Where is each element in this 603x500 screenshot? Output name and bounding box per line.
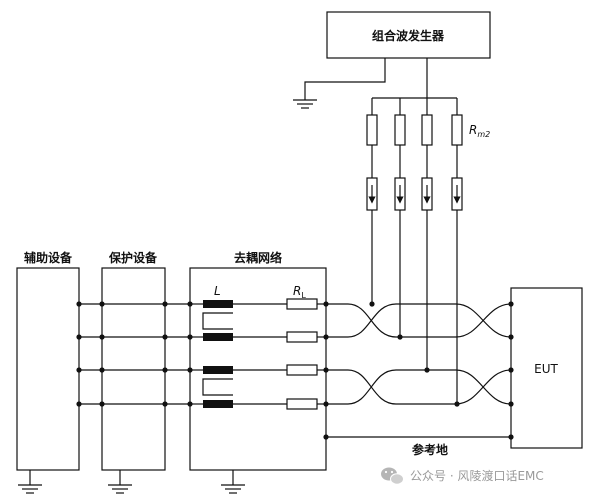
- rl-resistor: [286, 298, 318, 310]
- aux-equipment-label: 辅助设备: [24, 250, 73, 265]
- eut-label: EUT: [534, 362, 558, 376]
- protect-equipment-label: 保护设备: [108, 250, 158, 265]
- rl-resistor: [286, 331, 318, 343]
- rm2-resistor: [394, 114, 406, 146]
- generator-box: [326, 11, 491, 59]
- coupling-branch-3: [421, 98, 433, 370]
- twisted-pair-1b: [326, 303, 512, 338]
- wechat-icon: [381, 467, 404, 485]
- coupling-branch-4: [451, 98, 463, 404]
- protect-equipment-box: [101, 267, 166, 471]
- inductor-cores: [203, 300, 233, 408]
- coupling-branch-2: [394, 98, 406, 337]
- aux-equipment-box: [16, 267, 80, 471]
- rm2-resistor: [421, 114, 433, 146]
- reference-ground-label: 参考地: [412, 442, 448, 457]
- generator-label: 组合波发生器: [372, 28, 445, 43]
- rl-resistor: [286, 364, 318, 376]
- rl-resistor: [286, 398, 318, 410]
- watermark: 公众号 · 风陵渡口话EMC: [381, 467, 544, 485]
- twisted-pair-2a: [326, 369, 512, 405]
- twisted-pair-1a: [326, 303, 512, 338]
- junction-dots: [76, 301, 514, 440]
- twisted-pair-2b: [326, 369, 512, 405]
- ground-icon: [18, 484, 42, 494]
- ground-symbols: [18, 99, 317, 494]
- rm2-label: Rm2: [469, 123, 490, 139]
- watermark-text: 公众号 · 风陵渡口话EMC: [410, 468, 544, 483]
- inductor-label: L: [214, 284, 221, 298]
- ground-icon: [221, 484, 245, 494]
- coupling-branch-1: [366, 98, 378, 304]
- ground-icon: [108, 484, 132, 494]
- rm2-resistor: [366, 114, 378, 146]
- generator-ground-wire: [304, 58, 386, 100]
- ground-icon: [293, 99, 317, 109]
- rl-label: RL: [293, 284, 306, 300]
- decoupling-network-label: 去耦网络: [234, 250, 282, 265]
- rm2-resistor: [451, 114, 463, 146]
